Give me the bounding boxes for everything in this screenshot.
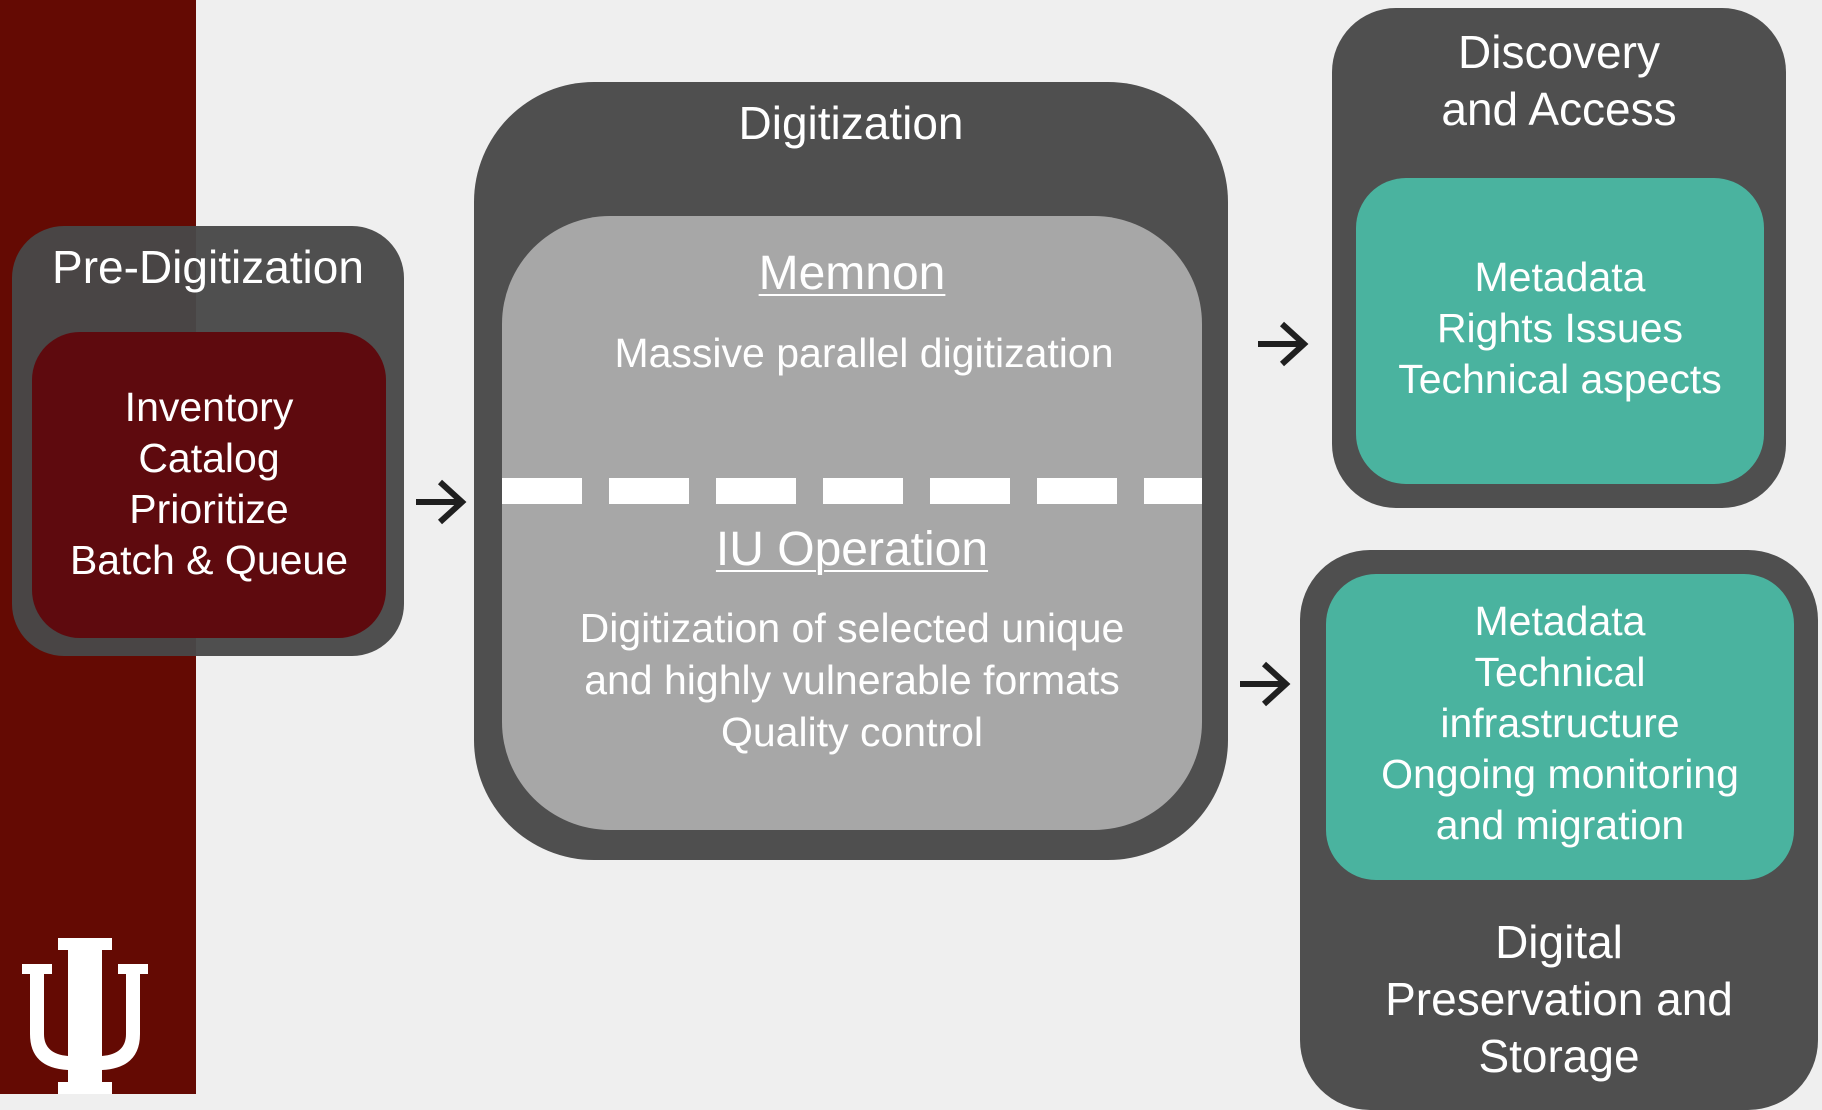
list-item: Metadata [1474,254,1646,300]
discovery-access-list: Metadata Rights Issues Technical aspects [1356,252,1764,405]
list-item: infrastructure [1440,700,1680,746]
memnon-title: Memnon [758,247,946,300]
pre-digitization-list: Inventory Catalog Prioritize Batch & Que… [32,382,386,586]
dashed-divider [502,478,1202,504]
memnon-description: Massive parallel digitization [614,330,1114,376]
list-item: Batch & Queue [69,537,349,583]
title-line: Preservation and [1385,973,1733,1025]
digitization-panel: Memnon Massive parallel digitization IU … [502,216,1202,830]
list-item: Ongoing monitoring [1381,751,1739,797]
list-item: Metadata [1474,598,1646,644]
preservation-storage-list: Metadata Technical infrastructure Ongoin… [1326,596,1794,851]
list-item: Technical aspects [1398,356,1722,402]
iu-operation-title: IU Operation [715,523,989,576]
list-item: Prioritize [129,486,289,532]
arrow-right-icon [416,479,467,525]
trident-logo-icon [22,938,148,1094]
discovery-access-box: Discovery and Access Metadata Rights Iss… [1332,8,1786,508]
preservation-storage-panel: Metadata Technical infrastructure Ongoin… [1326,574,1794,880]
list-item: Inventory [124,384,294,430]
description-line: Quality control [720,709,984,755]
discovery-access-title: Discovery and Access [1332,24,1786,138]
pre-digitization-tasks-panel: Inventory Catalog Prioritize Batch & Que… [32,332,386,638]
title-line: and Access [1441,83,1677,135]
list-item: Catalog [138,435,280,481]
preservation-storage-box: Metadata Technical infrastructure Ongoin… [1300,550,1818,1110]
pre-digitization-box: Pre-Digitization Inventory Catalog Prior… [12,226,404,656]
list-item: and migration [1435,802,1685,848]
arrow-right-icon [1258,321,1309,367]
list-item: Rights Issues [1436,305,1684,351]
iu-operation-description: Digitization of selected unique and high… [502,602,1202,758]
discovery-access-panel: Metadata Rights Issues Technical aspects [1356,178,1764,484]
pre-digitization-title: Pre-Digitization [52,241,364,293]
list-item: Technical [1474,649,1646,695]
title-line: Discovery [1458,26,1660,78]
digitization-box: Digitization Memnon Massive parallel dig… [474,82,1228,860]
description-line: and highly vulnerable formats [584,657,1120,703]
title-line: Storage [1478,1030,1640,1082]
preservation-storage-title: Digital Preservation and Storage [1300,914,1818,1085]
description-line: Digitization of selected unique [579,605,1125,651]
arrow-right-icon [1240,661,1291,707]
digitization-title: Digitization [738,97,964,149]
title-line: Digital [1495,916,1623,968]
